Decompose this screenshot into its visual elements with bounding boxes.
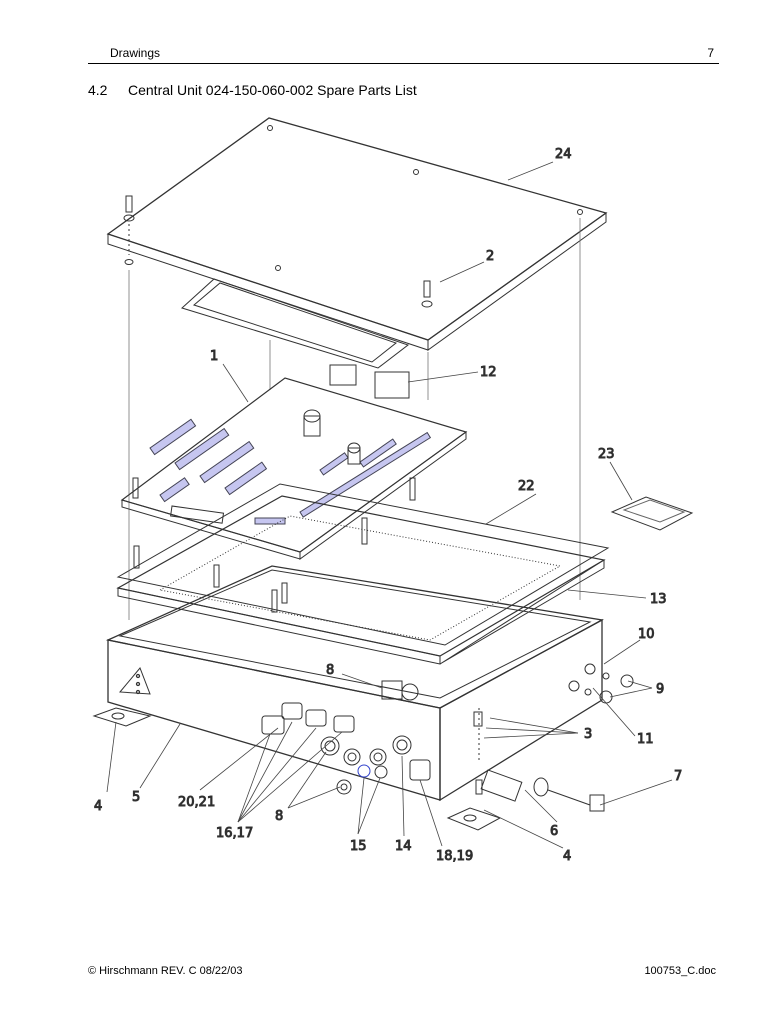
callout-8-fuse: 8: [326, 663, 334, 678]
exploded-view-drawing: 24 2 1 12 23 22 13 10 9 8 3 11 7 4 5 20,…: [92, 117, 694, 865]
fittings-part-8-9-10-11: [381, 663, 634, 704]
callout-1: 1: [210, 349, 218, 364]
page-number: 7: [707, 46, 714, 60]
mounting-bracket-part-4: [92, 707, 502, 831]
screw-part-2: [123, 195, 433, 308]
callout-6: 6: [550, 824, 558, 839]
section-title: Central Unit 024-150-060-002 Spare Parts…: [128, 82, 417, 98]
callout-11: 11: [637, 732, 654, 747]
leader-lines: [106, 161, 673, 849]
gasket-part-13: [116, 495, 606, 665]
callout-2: 2: [486, 249, 494, 264]
display-window: [181, 278, 410, 369]
lock-part-6-key-7: [480, 769, 605, 812]
callout-23: 23: [598, 447, 615, 462]
callout-8-glands: 8: [275, 809, 283, 824]
header-section-label: Drawings: [110, 46, 161, 60]
section-number: 4.2: [88, 82, 108, 98]
callout-9: 9: [656, 682, 664, 697]
callout-10: 10: [638, 627, 655, 642]
callout-7: 7: [674, 769, 682, 784]
standoffs: [132, 477, 416, 613]
callout-3: 3: [584, 727, 592, 742]
screw-part-3: [473, 708, 483, 795]
cable-glands: [261, 702, 431, 795]
callout-18-19: 18,19: [436, 849, 473, 864]
callout-20-21: 20,21: [178, 795, 215, 810]
callout-14: 14: [395, 839, 412, 854]
label-part-23: [610, 496, 694, 531]
film-part-22: [116, 483, 610, 646]
footer-copyright: © Hirschmann REV. C 08/22/03: [88, 965, 243, 977]
header-divider: [88, 63, 719, 64]
callout-4-left: 4: [94, 799, 102, 814]
lid-part-24: [106, 117, 608, 351]
callout-12: 12: [480, 365, 497, 380]
housing-part-5: [105, 565, 604, 802]
callout-16-17: 16,17: [216, 826, 253, 841]
callout-24: 24: [555, 147, 572, 162]
pcb-part-1: [120, 364, 468, 560]
callout-4-right: 4: [563, 849, 571, 864]
footer-filename: 100753_C.doc: [644, 965, 716, 977]
callout-15: 15: [350, 839, 367, 854]
guide-lines: [128, 218, 581, 620]
callout-13: 13: [650, 592, 667, 607]
section-heading: 4.2 Central Unit 024-150-060-002 Spare Pa…: [88, 82, 417, 98]
callout-5: 5: [132, 790, 140, 805]
callout-22: 22: [518, 479, 535, 494]
